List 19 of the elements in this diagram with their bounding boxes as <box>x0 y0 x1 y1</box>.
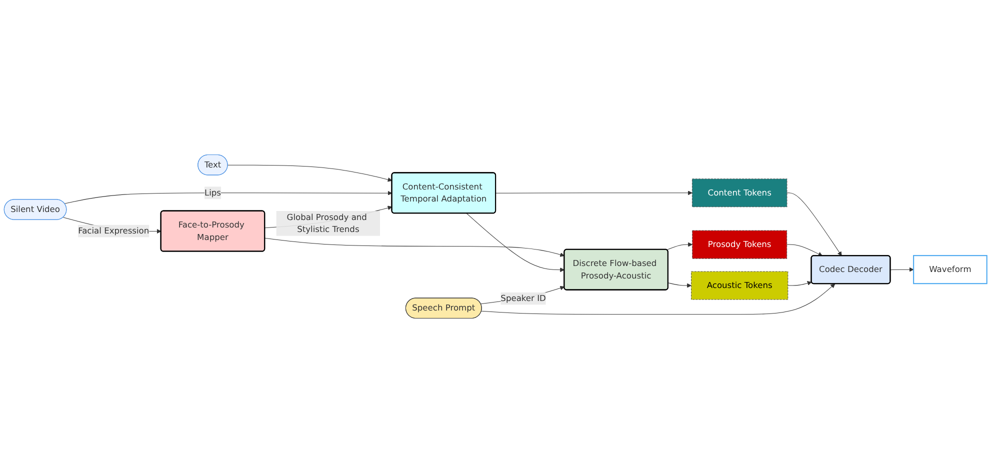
edge-label: Global Prosody and Stylistic Trends <box>286 212 367 234</box>
arrow <box>786 192 842 256</box>
arrow <box>496 190 692 196</box>
arrow <box>786 244 823 256</box>
edge-label: Facial Expression <box>78 226 150 236</box>
arrow <box>666 242 693 250</box>
arrow <box>890 267 914 272</box>
node-box: Waveform <box>913 255 988 284</box>
node-box: Content Tokens <box>692 178 788 208</box>
edge-label: Speaker ID <box>500 293 546 304</box>
arrow <box>466 213 565 272</box>
node-box: Acoustic Tokens <box>691 271 788 300</box>
edge-label: Lips <box>204 188 221 198</box>
arrow <box>788 281 812 286</box>
arrow <box>264 238 565 257</box>
node-box: Prosody Tokens <box>692 230 788 259</box>
arrow <box>64 190 392 204</box>
arrow <box>228 164 392 182</box>
arrow <box>668 282 692 288</box>
